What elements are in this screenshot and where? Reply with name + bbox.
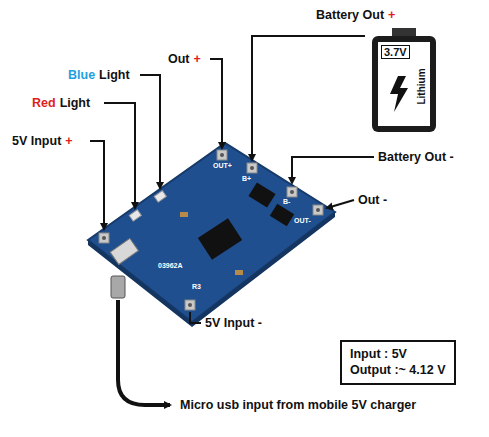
pin-name: B+: [242, 175, 251, 183]
led-blue: [154, 191, 166, 202]
part-marking: 03962A: [158, 262, 183, 270]
spec-text: Input : 5V: [350, 346, 446, 362]
callout-label: Out: [168, 52, 190, 66]
spec-box: Input : 5VOutput :~ 4.12 V: [340, 340, 456, 385]
callout-label: 5V Input -: [205, 316, 262, 330]
plus-sign: +: [388, 8, 395, 22]
usb-cable: [118, 300, 170, 405]
plus-sign: +: [194, 52, 201, 66]
callout-label: Out -: [358, 193, 387, 207]
pin-name: OUT+: [213, 162, 232, 170]
plus-sign: +: [65, 134, 72, 148]
callout-label: Blue: [68, 68, 95, 82]
battery-cell: 3.7V Lithium: [368, 28, 440, 134]
usb-plug: [111, 276, 125, 298]
leader-lines: [90, 36, 374, 323]
callout-label: Battery Out: [316, 8, 384, 22]
callout-label: Battery Out -: [378, 150, 454, 164]
pcb-edge: [88, 212, 335, 327]
chips: [180, 182, 294, 275]
callout-label: Light: [60, 96, 91, 110]
caption-label: Micro usb input from mobile 5V charger: [180, 398, 416, 412]
callout-label: 5V Input: [12, 134, 61, 148]
usb-port: [110, 238, 138, 264]
chemistry-label: Lithium: [415, 68, 426, 104]
part-name: R3: [192, 283, 201, 291]
battery-outline: [368, 28, 440, 134]
pin-name: OUT-: [294, 217, 311, 225]
pcb-board: [88, 143, 335, 322]
led-red: [129, 210, 141, 221]
callout-label: Red: [32, 96, 56, 110]
voltage-label: 3.7V: [381, 45, 410, 59]
pin-name: B-: [283, 198, 290, 206]
spec-text: Output :~ 4.12 V: [350, 362, 446, 378]
solder-pads: [99, 150, 323, 310]
callout-label: Light: [99, 68, 130, 82]
